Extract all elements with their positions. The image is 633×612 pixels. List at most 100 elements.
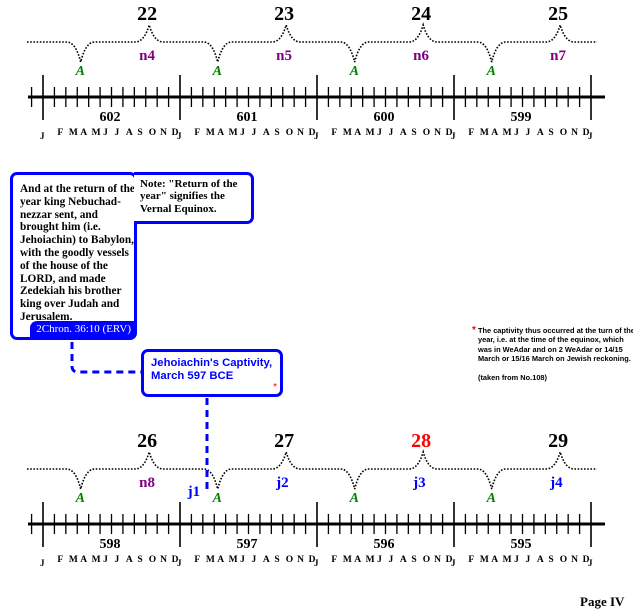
upper-year-tag: n4 (139, 48, 155, 64)
upper-month-label: J (115, 128, 120, 138)
lower-month-label: J (252, 555, 257, 565)
lower-month-label-end: J (588, 558, 593, 568)
captivity-box: Jehoiachin's Captivity, March 597 BCE * (141, 349, 283, 397)
lower-month-label: A (80, 555, 87, 565)
captivity-label: Jehoiachin's Captivity, March 597 BCE (151, 357, 272, 383)
lower-month-label: J (103, 555, 108, 565)
upper-bce-year-label: 601 (237, 110, 258, 125)
lower-month-label: J (377, 555, 382, 565)
footnote: * The captivity thus occurred at the tur… (472, 325, 633, 382)
upper-month-label: O (149, 128, 156, 138)
upper-regnal-year: 22 (137, 3, 157, 25)
upper-month-label: N (160, 128, 167, 138)
lower-month-label: J (40, 558, 45, 568)
upper-month-label: N (434, 128, 441, 138)
upper-month-label: A (537, 128, 544, 138)
lower-month-label: A (126, 555, 133, 565)
lower-regnal-year: 26 (137, 430, 157, 452)
upper-equinox-marker: A (486, 64, 496, 79)
upper-month-label: J (514, 128, 519, 138)
lower-equinox-marker: A (486, 491, 496, 506)
upper-month-label: D (309, 128, 316, 138)
lower-month-label: J (526, 555, 531, 565)
upper-month-label: M (480, 128, 489, 138)
captivity-title: Jehoiachin's Captivity, (151, 357, 273, 369)
lower-month-label: M (92, 555, 101, 565)
upper-month-label: M (92, 128, 101, 138)
lower-bce-year-label: 596 (374, 537, 395, 552)
upper-month-label: S (548, 128, 553, 138)
upper-month-label: M (229, 128, 238, 138)
lower-month-label: D (583, 555, 590, 565)
lower-month-label: M (366, 555, 375, 565)
lower-month-label: J (389, 555, 394, 565)
upper-month-label: J (314, 131, 319, 141)
lower-month-label: J (240, 555, 245, 565)
scripture-reference: 2Chron. 36:10 (ERV) (30, 321, 135, 338)
upper-regnal-year: 25 (548, 3, 568, 25)
lower-month-label: M (343, 555, 352, 565)
lower-year-tag: j4 (549, 475, 563, 491)
lower-month-label: F (57, 555, 63, 565)
upper-month-label: F (57, 128, 63, 138)
upper-month-label-end: J (588, 131, 593, 141)
lower-month-label: F (194, 555, 200, 565)
upper-month-label: N (297, 128, 304, 138)
upper-month-label: J (177, 131, 182, 141)
upper-month-label: F (194, 128, 200, 138)
upper-month-label: D (172, 128, 179, 138)
scripture-quote-box: And at the return of the year king Nebuc… (10, 172, 137, 340)
upper-year-tag: n7 (550, 48, 566, 64)
upper-regnal-year: 23 (274, 3, 294, 25)
lower-bce-year-label: 595 (511, 537, 532, 552)
lower-regnal-year: 29 (548, 430, 568, 452)
lower-month-label: F (468, 555, 474, 565)
upper-month-label: S (411, 128, 416, 138)
note-text: Note: "Return of the year" signifies the… (140, 178, 238, 215)
note-box: Note: "Return of the year" signifies the… (134, 172, 254, 224)
lower-month-label: S (274, 555, 279, 565)
lower-month-label: M (229, 555, 238, 565)
scripture-quote-text: And at the return of the year king Nebuc… (20, 183, 135, 323)
lower-equinox-marker: A (212, 491, 222, 506)
upper-month-label: O (423, 128, 430, 138)
upper-month-label: A (491, 128, 498, 138)
lower-month-label: A (263, 555, 270, 565)
upper-month-label: M (206, 128, 215, 138)
lower-month-label: A (537, 555, 544, 565)
lower-month-label: N (571, 555, 578, 565)
lower-year-tag: j3 (412, 475, 426, 491)
upper-bce-year-label: 599 (511, 110, 532, 125)
upper-month-label: J (526, 128, 531, 138)
lower-month-label: D (172, 555, 179, 565)
lower-month-label: S (137, 555, 142, 565)
upper-equinox-marker: A (349, 64, 359, 79)
upper-month-label: A (126, 128, 133, 138)
upper-month-label: F (468, 128, 474, 138)
lower-month-label: O (149, 555, 156, 565)
upper-month-label: S (137, 128, 142, 138)
upper-month-label: J (451, 131, 456, 141)
upper-month-label: D (583, 128, 590, 138)
lower-month-label: J (514, 555, 519, 565)
upper-equinox-marker: A (212, 64, 222, 79)
upper-year-tag: n5 (276, 48, 292, 64)
lower-month-label: J (451, 558, 456, 568)
upper-dotted-brace (27, 22, 597, 63)
upper-month-label: M (343, 128, 352, 138)
lower-month-label: M (480, 555, 489, 565)
upper-month-label: N (571, 128, 578, 138)
upper-month-label: S (274, 128, 279, 138)
upper-bce-year-label: 602 (100, 110, 121, 125)
upper-month-label: J (377, 128, 382, 138)
lower-month-label: M (503, 555, 512, 565)
upper-month-label: M (366, 128, 375, 138)
footnote-source: (taken from No.108) (478, 372, 547, 382)
lower-regnal-year: 27 (274, 430, 294, 452)
lower-year-tag: j2 (275, 475, 289, 491)
upper-equinox-marker: A (75, 64, 85, 79)
page-label: Page IV (580, 594, 625, 609)
lower-year-tag: n8 (139, 475, 155, 491)
lower-dotted-brace (27, 449, 597, 490)
upper-month-label: A (400, 128, 407, 138)
